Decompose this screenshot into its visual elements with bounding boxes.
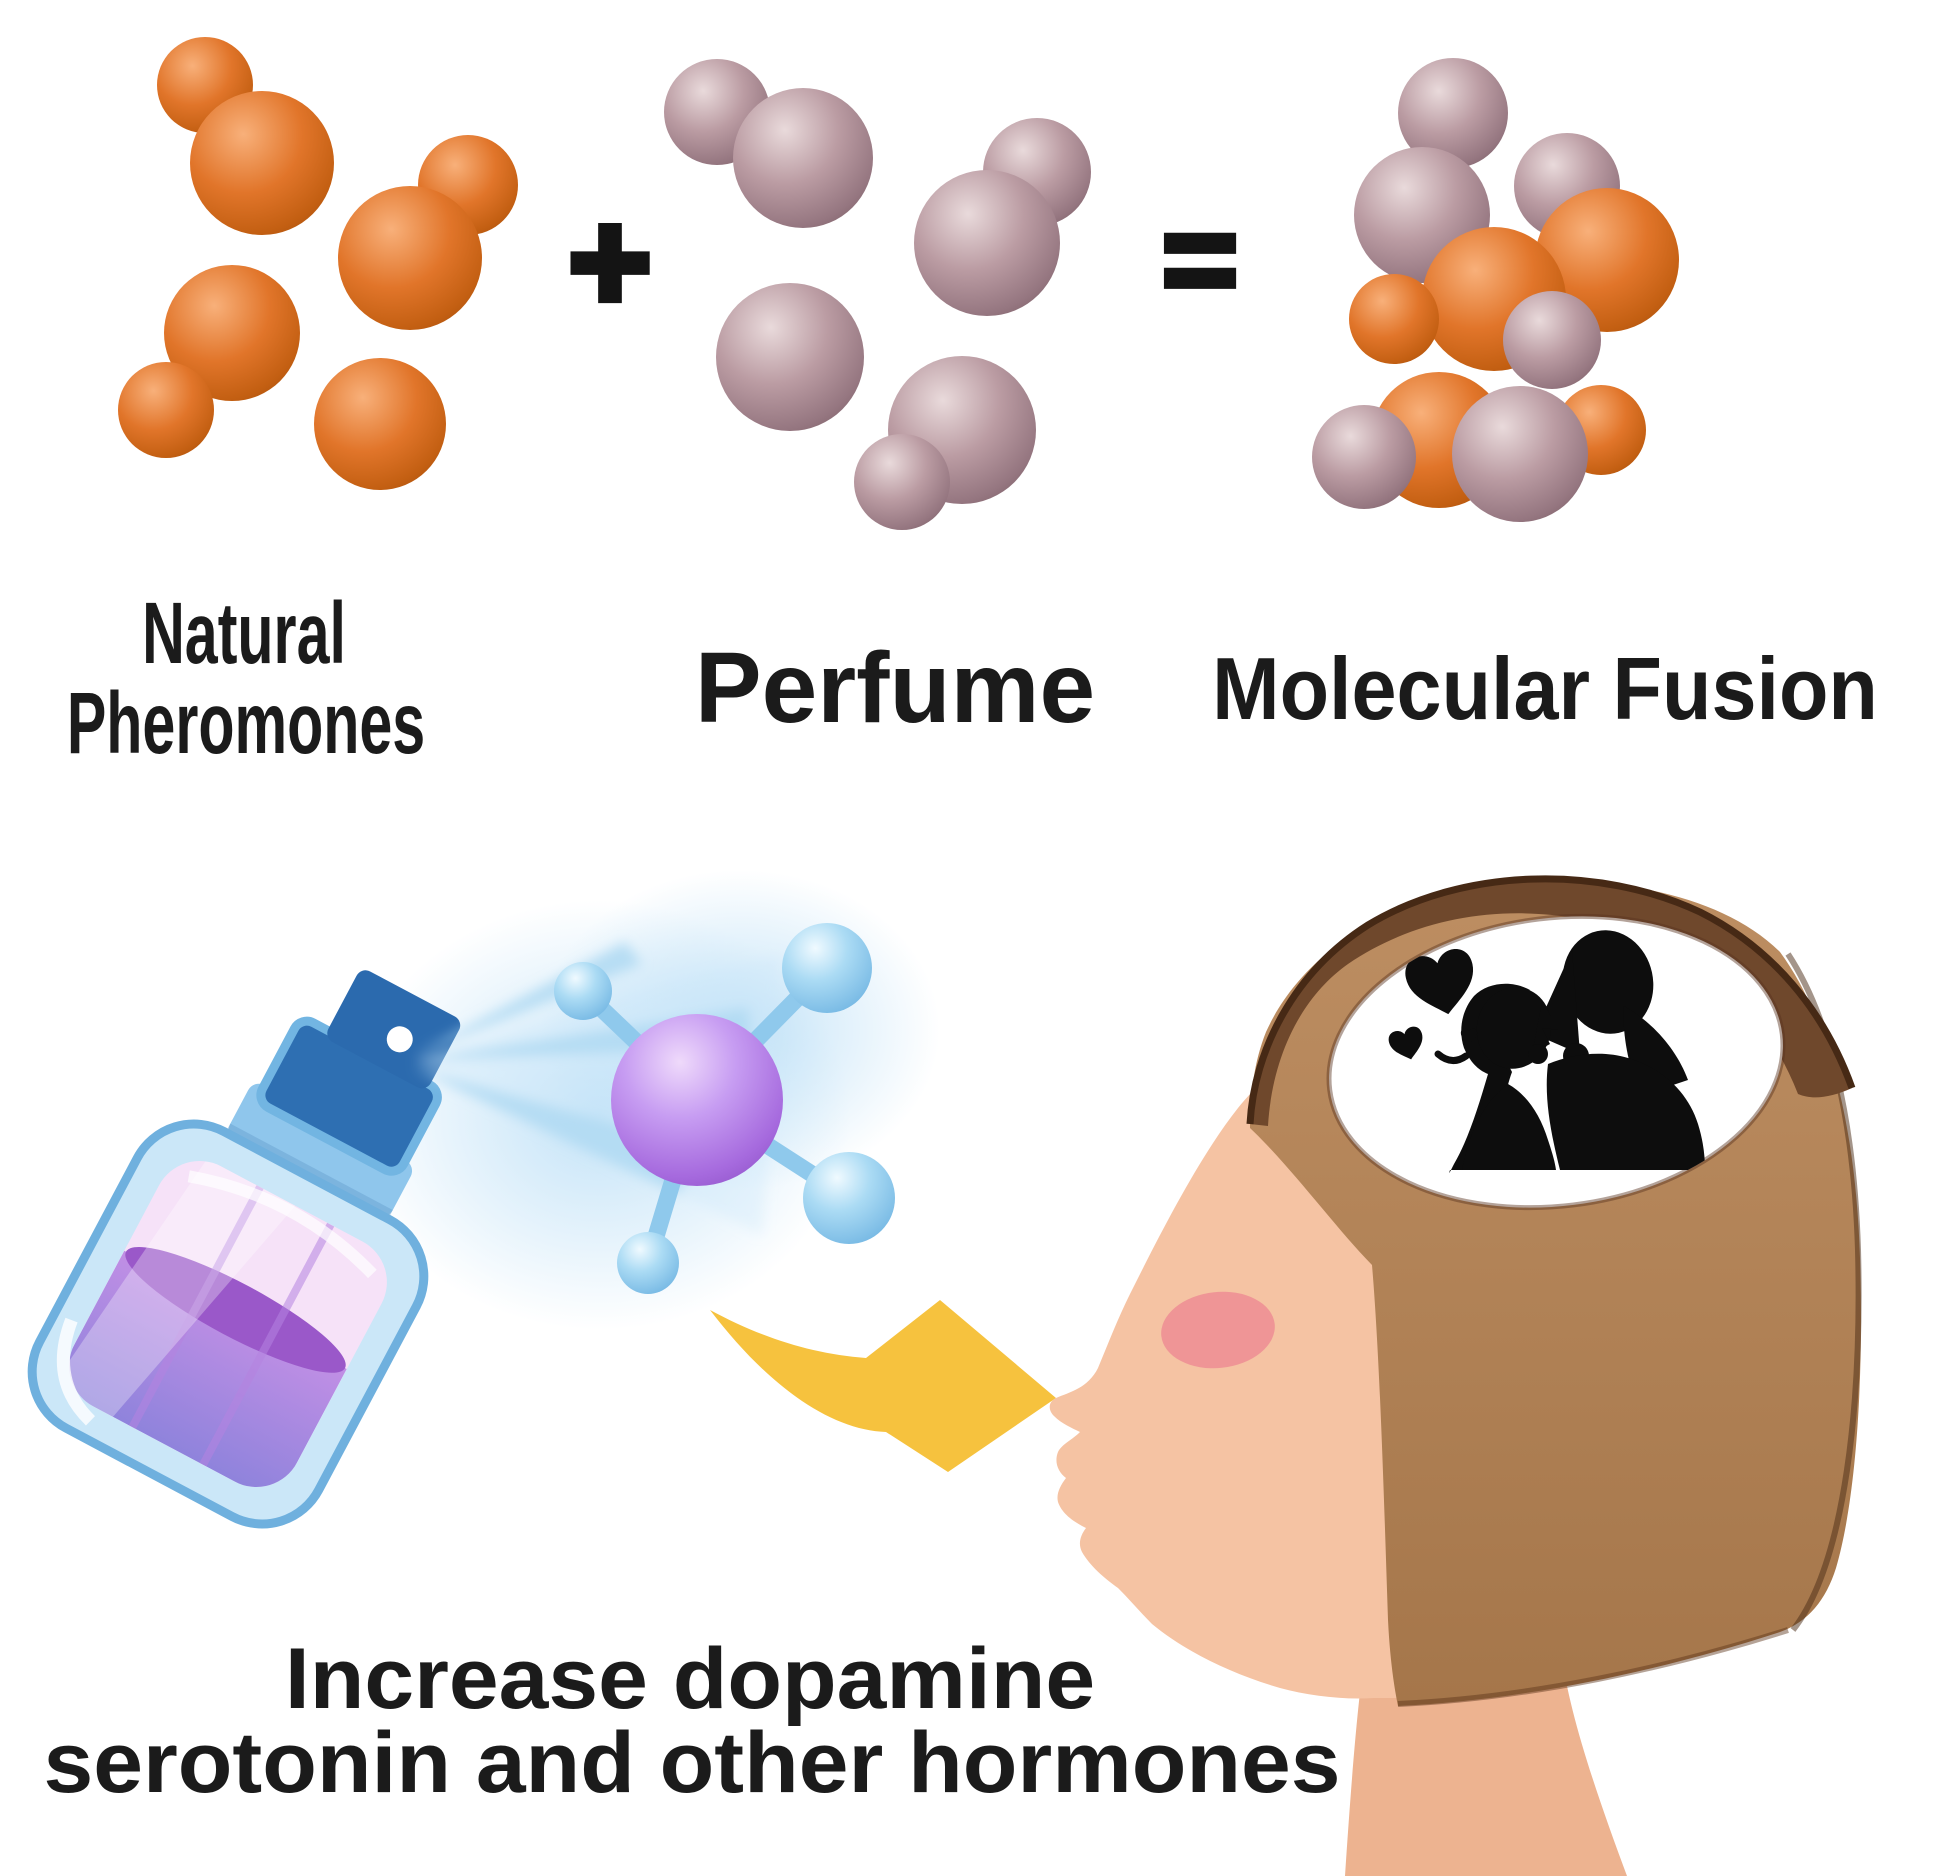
glass-top-highlight [187,1170,377,1279]
man-head [1562,930,1654,1034]
label-molecular-fusion: Molecular Fusion [1212,639,1878,738]
molecule-sphere [716,283,864,431]
molecule-sphere [338,186,482,330]
fragrance-molecule [554,923,895,1294]
couple-silhouette-with-hearts [1386,930,1705,1173]
equals-operator: = [1159,185,1242,332]
molecule-sphere [314,358,446,490]
molecule-sphere [1349,274,1439,364]
man-torso [1546,1053,1705,1170]
molecule-sphere [1398,58,1508,168]
natural-pheromones-molecule-cluster [118,37,518,490]
cheek-blush [1161,1291,1275,1369]
glass-gloss [52,1158,296,1417]
glass-bottom-shine [56,1317,96,1426]
molecular-fusion-molecule-cluster [1312,58,1679,522]
nozzle-hole [386,1026,413,1053]
woman-torso [1462,1084,1556,1170]
heart-trail-mark [1434,1050,1470,1064]
label-natural-line1: Natural [142,585,346,682]
molecule-sphere [854,434,950,530]
molecule-sphere [914,170,1060,316]
woman-chin [1528,1044,1548,1064]
label-natural-line2: Pheromones [66,675,426,772]
perfume-liquid [52,1250,347,1504]
molecule-sphere [1312,405,1416,509]
label-perfume: Perfume [694,632,1096,744]
liquid-surface [125,1246,346,1373]
molecule-core [611,1014,783,1186]
molecule-atom [554,962,612,1020]
molecule-sphere [733,88,873,228]
glass-seam [128,1185,264,1430]
perfume-bottle-icon [27,970,461,1529]
woman-profile-head [1049,875,1862,1876]
hair-outline [1246,875,1856,1125]
molecule-sphere [1503,291,1601,389]
molecule-sphere [164,265,300,401]
molecule-atom [617,1232,679,1294]
caption-line1: Increase dopamine [284,1631,1096,1727]
molecule-atom [782,923,872,1013]
molecule-atom [803,1152,895,1244]
molecule-sphere [118,362,214,458]
plus-operator: + [565,182,656,342]
glass-seam [199,1222,335,1467]
molecule-sphere [190,91,334,235]
hair-bottom-line [1397,1627,1789,1707]
curved-arrow-icon [710,1300,1056,1472]
caption-line2: serotonin and other hormones [43,1715,1341,1811]
perfume-molecule-cluster [664,59,1091,530]
molecule-sphere [1452,386,1588,522]
bottle-collar [228,1083,413,1217]
woman-face [1532,1002,1560,1054]
